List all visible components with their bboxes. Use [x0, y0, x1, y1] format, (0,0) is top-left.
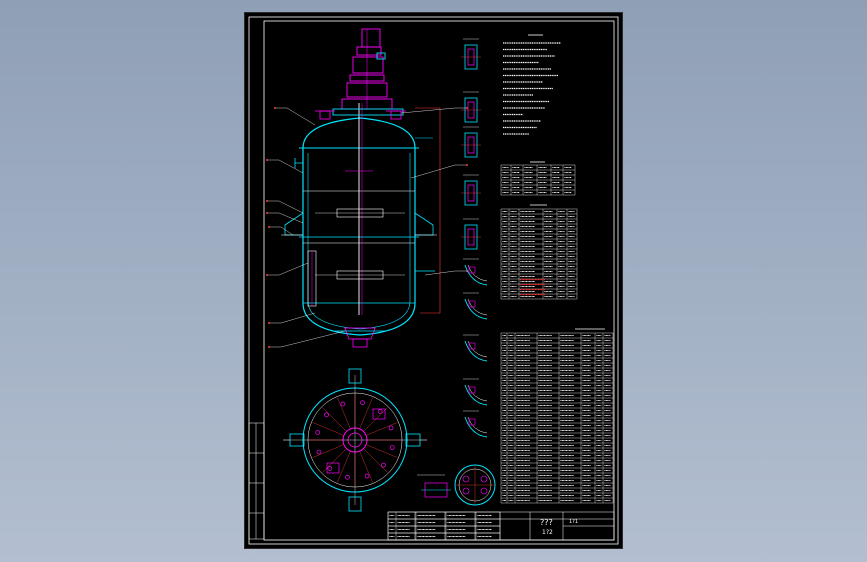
leader-marker — [266, 159, 268, 161]
plan-nozzle-holes — [315, 400, 395, 480]
leader-line — [278, 212, 304, 224]
leader-line — [280, 312, 316, 324]
leader-marker — [268, 226, 270, 228]
top-nozzles — [315, 110, 406, 120]
leader-marker — [266, 212, 268, 214]
detail-curve — [464, 264, 488, 286]
leader-line — [424, 270, 456, 276]
detail-nozzle — [468, 342, 476, 350]
leader-marker — [274, 107, 276, 109]
plan-hole — [327, 466, 333, 471]
drawing-title-code: ??? — [540, 518, 553, 527]
leader-line — [286, 107, 316, 126]
leader-line — [278, 262, 309, 276]
plan-ray — [337, 451, 351, 483]
nozzle-orientation-view — [454, 464, 496, 506]
cad-drawing: ??? 1?2 1?1 — [248, 16, 619, 545]
leader-line — [278, 159, 304, 174]
plan-ray — [366, 444, 398, 458]
outer-border — [248, 16, 619, 545]
leader-line — [410, 164, 456, 179]
detail-nozzle — [468, 418, 476, 426]
plan-ray — [366, 422, 398, 436]
detail-curve — [464, 340, 488, 362]
leader-line — [280, 226, 294, 236]
leader-marker — [266, 200, 268, 202]
plan-hole — [315, 430, 321, 435]
sheet-label: 1?1 — [569, 519, 578, 525]
leader-line — [278, 200, 304, 214]
plan-hole — [340, 401, 346, 407]
top-plan-view-icon — [283, 368, 427, 512]
detail-curve — [464, 384, 488, 406]
plan-ray — [359, 397, 373, 429]
agitator — [315, 103, 405, 315]
plan-hole — [360, 400, 365, 406]
reactor-vessel-icon — [281, 107, 441, 336]
plan-ray — [363, 407, 388, 432]
plan-ray — [322, 448, 347, 473]
leader-marker — [268, 346, 270, 348]
plan-hole — [389, 445, 395, 450]
plan-ray — [322, 407, 347, 432]
detail-nozzle — [468, 266, 476, 274]
plan-radial-lines — [309, 394, 401, 486]
title-block — [387, 511, 615, 541]
section-detail-icon — [461, 38, 488, 438]
parts-tables — [387, 161, 614, 541]
plan-hole — [388, 425, 394, 431]
plan-ray — [363, 448, 388, 473]
plan-hole — [316, 449, 322, 455]
flange-section-view — [417, 474, 451, 498]
leader-line — [280, 330, 346, 348]
plan-hole — [364, 473, 370, 479]
leader-marker — [266, 274, 268, 276]
motor-drive-icon — [332, 28, 404, 116]
bottom-outlet — [335, 327, 385, 348]
inner-border — [263, 20, 615, 541]
callout-leaders — [266, 107, 468, 348]
technical-notes — [503, 34, 561, 135]
leader-line — [400, 107, 456, 114]
plan-hole — [324, 412, 329, 418]
detail-curve — [464, 298, 488, 320]
plan-ray — [337, 397, 351, 429]
drawing-sheet: ??? 1?2 1?1 — [244, 12, 623, 549]
plan-ray — [312, 422, 344, 436]
revision-strip — [248, 422, 265, 540]
detail-curve — [464, 416, 488, 438]
detail-nozzle — [468, 386, 476, 394]
drawing-subtitle-code: 1?2 — [542, 529, 553, 536]
plan-ray — [359, 451, 373, 483]
detail-nozzle — [468, 300, 476, 308]
leader-marker — [268, 322, 270, 324]
plan-hole — [377, 409, 383, 414]
plan-hole — [345, 474, 350, 480]
plan-hole — [381, 462, 386, 468]
leader-marker — [466, 107, 468, 109]
plan-ray — [312, 444, 344, 458]
leader-marker — [466, 164, 468, 166]
